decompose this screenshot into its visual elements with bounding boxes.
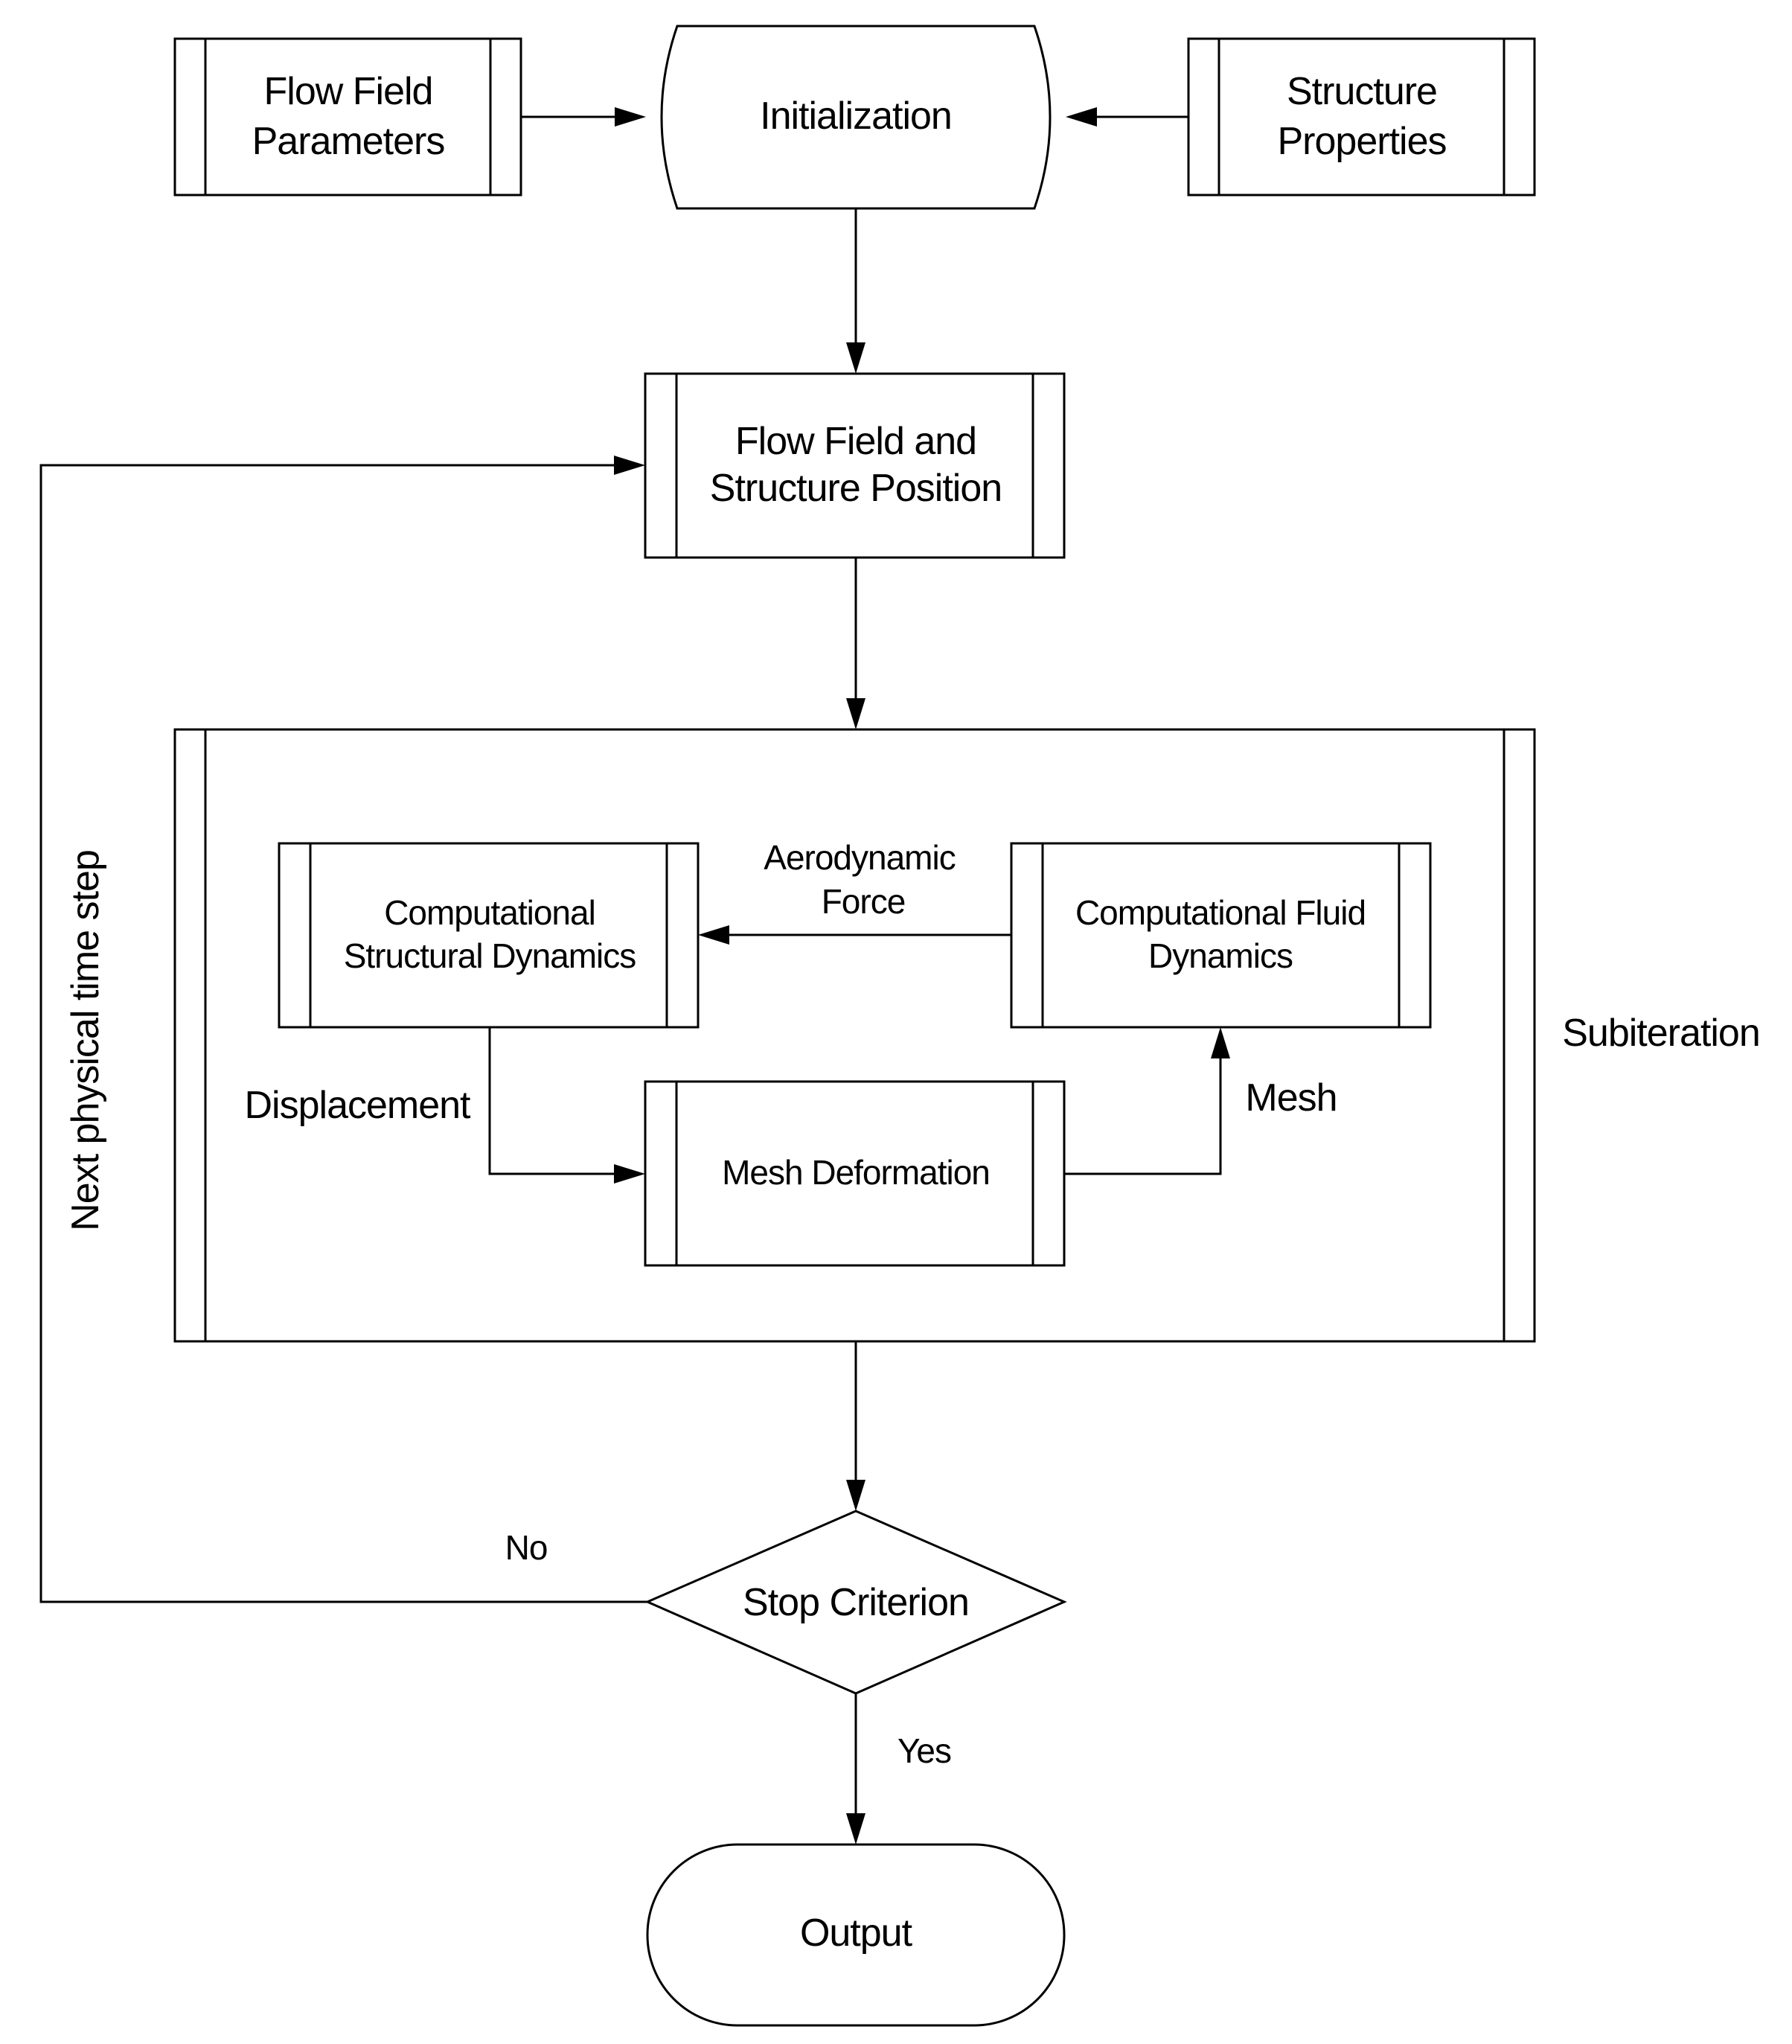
initialization-label: Initialization	[760, 95, 952, 138]
edge-parameters-to-initialization	[521, 107, 646, 127]
computational-fluid-dynamics-label-line2: Dynamics	[1148, 936, 1293, 975]
subiteration-label: Subiteration	[1562, 1012, 1760, 1055]
stop-criterion-label: Stop Criterion	[743, 1581, 969, 1624]
output-node: Output	[646, 1843, 1066, 2027]
aerodynamic-force-label-line2: Force	[822, 882, 906, 921]
structure-properties-node: Structure Properties	[1187, 37, 1536, 197]
output-label: Output	[800, 1912, 913, 1955]
computational-fluid-dynamics-node: Computational Fluid Dynamics	[1010, 842, 1432, 1029]
edge-csd-to-mesh-deformation	[488, 1027, 645, 1184]
flow-field-structure-position-node: Flow Field and Structure Position	[644, 372, 1066, 559]
yes-label: Yes	[897, 1731, 951, 1770]
computational-fluid-dynamics-label-line1: Computational Fluid	[1075, 893, 1366, 932]
edge-stop-to-position-loop	[39, 456, 647, 1603]
edge-properties-to-initialization	[1066, 107, 1188, 127]
flow-field-parameters-node: Flow Field Parameters	[173, 37, 522, 197]
edge-cfd-to-csd	[698, 925, 1011, 945]
stop-criterion-node: Stop Criterion	[644, 1510, 1067, 1695]
displacement-label: Displacement	[244, 1084, 471, 1127]
flow-field-structure-position-label-line2: Structure Position	[710, 467, 1002, 510]
flow-field-parameters-label-line1: Flow Field	[264, 70, 433, 113]
mesh-deformation-node: Mesh Deformation	[644, 1080, 1066, 1267]
structure-properties-label-line1: Structure	[1287, 70, 1437, 113]
computational-structural-dynamics-label-line2: Structural Dynamics	[344, 936, 636, 975]
edge-mesh-deformation-to-cfd	[1064, 1027, 1230, 1175]
computational-structural-dynamics-label-line1: Computational	[384, 893, 595, 932]
structure-properties-label-line2: Properties	[1278, 120, 1447, 163]
edge-initialization-to-position	[846, 208, 865, 374]
flow-field-structure-position-label-line1: Flow Field and	[735, 420, 976, 463]
computational-structural-dynamics-node: Computational Structural Dynamics	[278, 842, 700, 1029]
next-physical-time-step-label: Next physical time step	[64, 850, 107, 1231]
edge-position-to-subiteration	[846, 558, 865, 729]
mesh-label: Mesh	[1245, 1076, 1337, 1120]
edge-stop-to-output	[846, 1693, 865, 1845]
initialization-node: Initialization	[660, 25, 1052, 210]
edge-subiteration-to-stop	[846, 1341, 865, 1511]
aerodynamic-force-label-line1: Aerodynamic	[764, 838, 955, 877]
flow-field-parameters-label-line2: Parameters	[252, 120, 445, 163]
no-label: No	[505, 1528, 548, 1567]
mesh-deformation-label: Mesh Deformation	[722, 1153, 990, 1192]
